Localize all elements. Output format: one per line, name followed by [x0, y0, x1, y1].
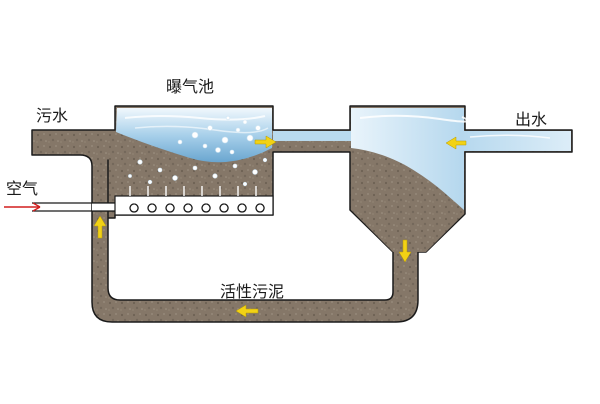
return-loop-hollow — [107, 151, 394, 301]
red-arrow-icon — [4, 202, 41, 212]
activated-sludge-label: 活性污泥 — [220, 282, 285, 301]
diffuser-icon — [114, 186, 274, 216]
aeration-tank-label: 曝气池 — [166, 77, 215, 96]
air-label: 空气 — [6, 179, 39, 198]
air-pipe — [32, 202, 118, 212]
effluent-label: 出水 — [515, 110, 548, 129]
arrow-icon — [93, 135, 467, 318]
clarifier-sludge-zone — [351, 150, 464, 252]
clarifier-water — [351, 108, 571, 210]
sewage-label: 污水 — [36, 106, 69, 125]
mixed-liquor-zone — [116, 134, 272, 196]
bubble-icon — [128, 115, 268, 187]
channel-water — [273, 131, 351, 141]
